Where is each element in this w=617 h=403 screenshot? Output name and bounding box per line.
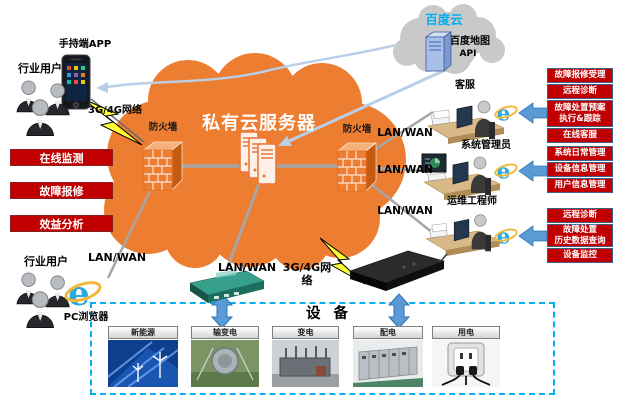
baidu-api-label: API <box>459 49 477 59</box>
baidu-links <box>96 43 444 146</box>
users-group-icon <box>15 79 77 139</box>
lan-wan-label: LAN/WAN <box>377 164 433 176</box>
tag-remote-diagnosis-2: 远程诊断 <box>547 208 613 223</box>
network-3g4g-label: 3G/4G网络 <box>88 105 142 116</box>
tag-user-info: 用户信息管理 <box>547 178 613 193</box>
router-device-icon <box>189 263 265 303</box>
left-arrow-icon <box>518 102 548 247</box>
tag-device-info: 设备信息管理 <box>547 162 613 177</box>
double-arrow-icon <box>210 293 411 329</box>
ie-browser-icon <box>64 274 102 312</box>
gray-connectors <box>106 110 434 279</box>
tag-fault-repair: 故障报修 <box>10 182 113 199</box>
card-label-consumption: 用电 <box>432 326 500 339</box>
tag-plan-execution: 故障处置预案 执行&跟踪 <box>547 100 613 127</box>
tag-online-service: 在线客服 <box>547 128 613 143</box>
device-image-distribution <box>353 340 423 387</box>
ie-browser-icon <box>494 101 518 125</box>
card-label-new-energy: 新能源 <box>108 326 178 339</box>
devices-title: 设 备 <box>305 306 353 322</box>
lan-wan-label: LAN/WAN <box>377 127 433 139</box>
firewall-icon <box>334 137 378 193</box>
firewall-left-label: 防火墙 <box>148 122 178 133</box>
device-image-new-energy <box>108 340 178 387</box>
firewall-right-label: 防火墙 <box>342 124 372 135</box>
lan-wan-left-label: LAN/WAN <box>88 251 147 264</box>
comm-device-icon <box>349 250 448 291</box>
server-stack-icon <box>239 131 277 185</box>
tag-fault-history: 故障处置 历史数据查询 <box>547 224 613 247</box>
server-icon <box>424 31 453 72</box>
dashboard-screen-icon <box>421 153 447 173</box>
tag-device-monitoring: 设备监控 <box>547 248 613 263</box>
tag-benefit-analysis: 效益分析 <box>10 215 113 232</box>
device-image-transmission <box>191 340 259 387</box>
card-label-distribution: 配电 <box>353 326 423 339</box>
ie-browser-icon <box>494 224 518 248</box>
baidu-map-label: 百度地图 <box>450 36 490 47</box>
device-image-substation <box>272 340 339 387</box>
tag-online-monitoring: 在线监测 <box>10 149 113 166</box>
ops-engineer-label: 运维工程师 <box>447 196 497 207</box>
pc-browser-label: PC浏览器 <box>63 312 109 323</box>
system-admin-label: 系统管理员 <box>461 140 511 151</box>
network-3g4g-bottom-label: 3G/4G网络 <box>282 261 332 287</box>
smartphone-icon <box>61 54 91 110</box>
ie-browser-icon <box>494 159 518 183</box>
tag-system-management: 系统日常管理 <box>547 146 613 161</box>
firewall-icon <box>140 136 184 192</box>
customer-service-label: 客服 <box>455 80 475 91</box>
device-image-consumption <box>432 340 500 387</box>
handheld-app-label: 手持端APP <box>58 39 112 50</box>
industry-users-top-label: 行业用户 <box>18 62 62 75</box>
card-label-substation: 变电 <box>272 326 339 339</box>
baidu-cloud-title: 百度云 <box>425 12 463 27</box>
industry-users-bottom-label: 行业用户 <box>24 255 68 268</box>
tag-repair-acceptance: 故障报修受理 <box>547 68 613 83</box>
private-cloud-title: 私有云服务器 <box>202 113 316 134</box>
lan-wan-bottom-label: LAN/WAN <box>218 261 277 274</box>
lightning-bolt-icon <box>82 98 143 146</box>
tag-remote-diagnosis: 远程诊断 <box>547 84 613 99</box>
card-label-transmission: 输变电 <box>191 326 259 339</box>
lan-wan-label: LAN/WAN <box>377 205 433 217</box>
